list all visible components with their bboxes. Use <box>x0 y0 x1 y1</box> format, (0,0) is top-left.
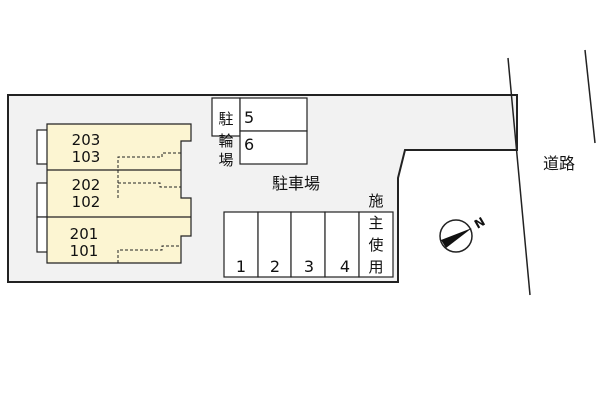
bicycle-slot-6-label: 6 <box>244 135 254 154</box>
road-label: 道路 <box>543 154 575 173</box>
bicycle-parking <box>211 97 308 165</box>
parking-slot-2 <box>257 211 292 278</box>
corridor-upper-b <box>118 182 181 188</box>
bicycle-slot-5 <box>239 97 308 132</box>
parking-slot-owner <box>358 211 394 278</box>
unit-label-201: 201 <box>70 225 99 243</box>
owner-use-char-2: 主 <box>368 214 383 232</box>
bicycle-slot-5-label: 5 <box>244 108 254 127</box>
parking-lot-label: 駐車場 <box>272 174 320 193</box>
parking-slot-2-label: 2 <box>270 257 280 276</box>
unit-label-101: 101 <box>70 242 99 260</box>
road-edge-right <box>584 49 596 144</box>
corridor-lower <box>117 245 181 263</box>
owner-use-char-1: 施 <box>368 192 383 210</box>
parking-slot-3-label: 3 <box>304 257 314 276</box>
corridor-upper <box>117 152 181 198</box>
unit-label-102: 102 <box>72 193 101 211</box>
bicycle-parking-label-box <box>211 97 241 137</box>
parking-slots <box>223 211 394 278</box>
owner-use-char-4: 用 <box>368 258 383 276</box>
parking-slot-4-label: 4 <box>340 257 350 276</box>
unit-label-103: 103 <box>72 148 101 166</box>
north-label: N <box>472 214 488 231</box>
bicycle-parking-char-1: 駐 <box>218 110 233 128</box>
balcony-bottom <box>36 216 49 253</box>
bicycle-parking-char-2: 輪 <box>218 132 233 150</box>
balcony-mid <box>36 182 49 218</box>
owner-use-char-3: 使 <box>368 236 383 254</box>
balcony-top <box>36 129 49 165</box>
parking-slot-1 <box>223 211 259 278</box>
parking-slot-1-label: 1 <box>236 257 246 276</box>
bicycle-slot-6 <box>239 130 308 165</box>
bicycle-parking-char-3: 場 <box>218 151 233 169</box>
parking-slot-3 <box>290 211 326 278</box>
building-body <box>46 123 192 264</box>
road-edge-left <box>507 57 531 296</box>
building <box>36 123 192 264</box>
north-arrow-icon: N <box>439 214 488 253</box>
unit-label-203: 203 <box>72 131 101 149</box>
unit-label-202: 202 <box>72 176 101 194</box>
